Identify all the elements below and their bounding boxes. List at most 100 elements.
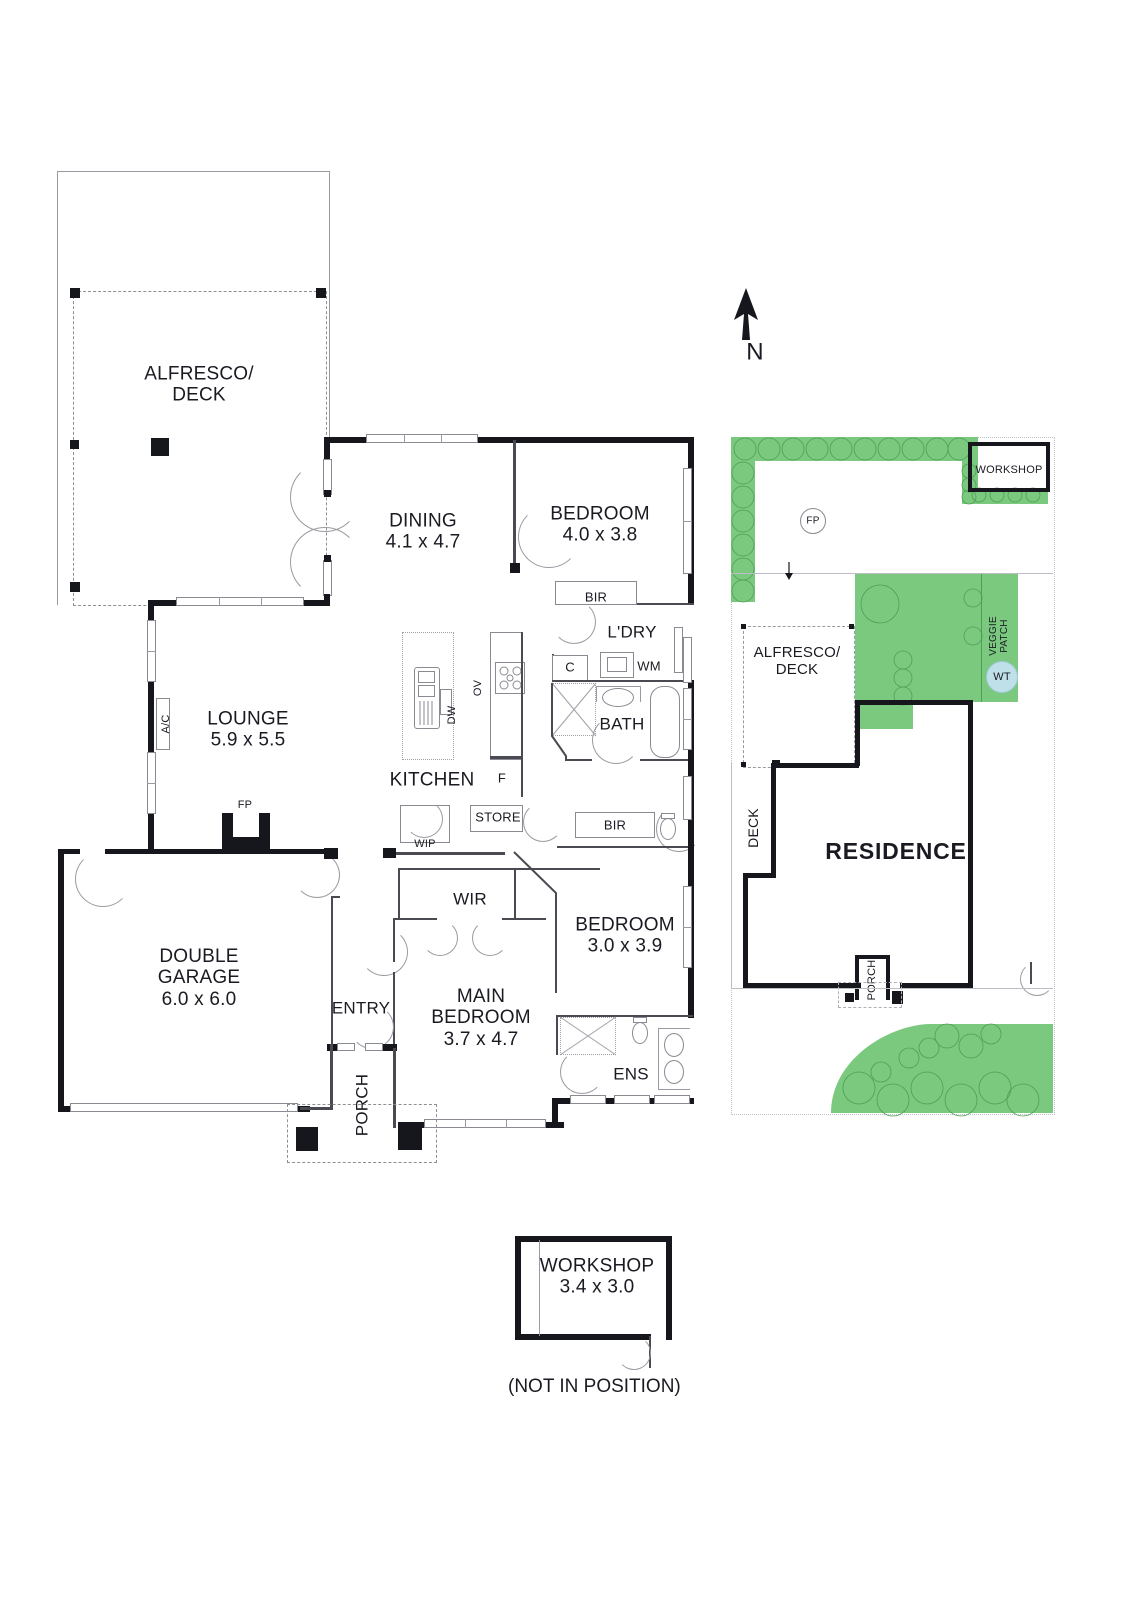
kitchen-drainer-icon xyxy=(419,701,433,725)
oven-label: OV xyxy=(471,679,484,697)
alfresco-outline-left xyxy=(57,171,58,605)
front-garden-shape xyxy=(831,1023,1053,1117)
bir-top-box xyxy=(555,581,637,605)
ens-vanity-edge-bot xyxy=(658,1089,690,1090)
fire-pit-circle xyxy=(800,508,826,534)
trough-edge-right xyxy=(640,686,641,702)
door-swing-bedroom2 xyxy=(518,506,580,568)
site-porch-wall-right xyxy=(886,955,890,1000)
air-conditioner-unit xyxy=(156,698,170,750)
site-porch-dashed xyxy=(838,982,902,1008)
window-mullion-w2 xyxy=(147,783,156,784)
fireplace-label: FP xyxy=(237,798,253,811)
site-workshop-box-top xyxy=(968,442,1050,446)
site-direction-arrow-icon xyxy=(785,562,793,580)
window-mullion-s2 xyxy=(506,1119,507,1128)
wir-door-left xyxy=(422,920,458,956)
ens-basin-2 xyxy=(664,1060,684,1084)
lounge-name: LOUNGE xyxy=(207,708,289,730)
lounge-dim: 5.9 x 5.5 xyxy=(210,730,286,751)
bir-bottom-box xyxy=(575,812,655,838)
door-swing-ens xyxy=(560,1050,604,1094)
site-workshop-box-bottom xyxy=(968,488,1050,492)
ens-cistern xyxy=(633,1017,647,1023)
ens-label: ENS xyxy=(613,1064,649,1084)
cooktop-burners-icon xyxy=(499,666,522,690)
bir-top-label: BIR xyxy=(584,589,608,605)
bedroom3-dim: 3.0 x 3.9 xyxy=(587,936,663,957)
site-deck-label: DECK xyxy=(745,808,762,848)
workshop-door-swing xyxy=(617,1336,651,1370)
wall-garage-west xyxy=(58,849,64,1111)
workshop-wall-bottom xyxy=(515,1334,651,1340)
north-label: N xyxy=(746,338,764,366)
wall-ens-west xyxy=(556,1015,558,1055)
residence-wall-west-lower xyxy=(743,873,748,988)
water-tank-label: WT xyxy=(993,670,1011,683)
wall-kitchen-south xyxy=(393,852,505,855)
residence-wall-north xyxy=(855,700,973,705)
wall-dining-bedroom-partition xyxy=(513,440,516,568)
window-mullion-s1 xyxy=(465,1119,466,1128)
workshop-wall-left xyxy=(515,1236,521,1340)
trough-edge-top xyxy=(596,686,641,687)
wc-toilet-bath xyxy=(660,818,676,840)
porch-dashed-outline xyxy=(287,1104,437,1163)
main-bedroom-angled-wall xyxy=(513,851,557,993)
dining-name: DINING xyxy=(389,510,457,532)
main-bedroom-label: MAIN BEDROOM 3.7 x 4.7 xyxy=(431,986,531,1050)
kitchen-label: KITCHEN xyxy=(389,769,475,791)
window-bath-lower-east xyxy=(683,776,692,820)
alfresco-outline-right xyxy=(329,171,330,441)
main-bedroom-line1: MAIN xyxy=(456,986,506,1008)
ens-basin-1 xyxy=(664,1033,684,1057)
porch-post-right xyxy=(398,1122,422,1150)
entry-sidelight-left xyxy=(337,1043,355,1051)
site-residence-label: RESIDENCE xyxy=(825,838,967,865)
fireplace-opening xyxy=(233,813,259,837)
residence-wall-west-upper xyxy=(771,763,776,878)
garden-rear-left-band xyxy=(731,437,755,602)
kitchen-island-outline xyxy=(402,632,454,760)
wall-entry-sill-right xyxy=(383,1044,397,1051)
post-kitchen-sw xyxy=(383,848,396,858)
partition-post-dining xyxy=(510,563,520,573)
wir-wall-left xyxy=(393,918,437,920)
wir-door-right xyxy=(472,920,508,956)
site-alfresco-post-nw xyxy=(741,624,746,629)
door-swing-alfresco-lower xyxy=(290,527,360,597)
workshop-wall-right xyxy=(666,1236,672,1340)
alfresco-outline-top xyxy=(57,171,330,172)
wir-wall-right xyxy=(502,918,546,920)
door-swing-store xyxy=(523,802,563,842)
fire-pit-label: FP xyxy=(806,515,820,527)
garage-line1: DOUBLE xyxy=(159,946,239,968)
residence-wall-step-h xyxy=(743,873,775,878)
site-alfresco-post-sw xyxy=(741,762,746,767)
window-mullion-n1 xyxy=(404,434,405,443)
window-mullion-l2 xyxy=(261,597,262,606)
site-porch-wall-left xyxy=(855,955,859,1000)
wall-ens-north xyxy=(557,1015,693,1017)
alfresco-label-line2: DECK xyxy=(172,385,226,406)
door-swing-wip xyxy=(405,800,443,838)
window-north-dining xyxy=(366,434,478,443)
site-porch-post-left xyxy=(845,993,854,1002)
wall-porch-right xyxy=(393,1048,396,1128)
site-workshop-box-left xyxy=(968,442,972,492)
site-workshop-box-right xyxy=(1046,442,1050,492)
bedroom2-name: BEDROOM xyxy=(550,503,650,525)
window-south-ens-2 xyxy=(614,1095,650,1104)
workshop-detached-label: WORKSHOP 3.4 x 3.0 xyxy=(540,1256,655,1299)
bath-wall-angles xyxy=(551,683,688,761)
dining-dim: 4.1 x 4.7 xyxy=(385,532,461,553)
workshop-inner-divider xyxy=(539,1240,540,1336)
window-mullion-b3 xyxy=(683,927,692,928)
window-mullion-w1 xyxy=(147,651,156,652)
door-swing-alfresco-upper xyxy=(290,462,360,532)
wall-lounge-west xyxy=(148,600,154,852)
door-swing-garage-deck xyxy=(75,851,131,907)
ens-shower-cross-icon xyxy=(559,1016,617,1056)
window-mullion-bath xyxy=(683,719,692,720)
